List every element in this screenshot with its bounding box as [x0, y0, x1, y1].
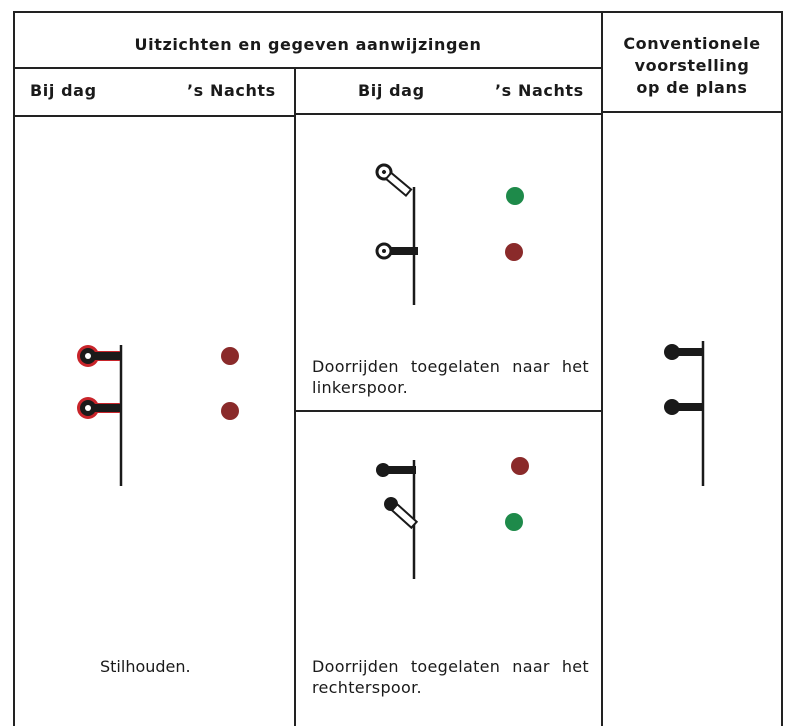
convention-title-line-2: voorstelling	[634, 56, 750, 75]
caption-stop: Stilhouden.	[100, 657, 191, 676]
semaphore-signal-icon	[77, 345, 123, 486]
col-header-day-left: Bij dag	[30, 81, 97, 100]
caption-left-track: Doorrijden toegelaten naar het linkerspo…	[312, 357, 589, 397]
divider-convention-column	[601, 11, 603, 726]
caption-right-track: Doorrijden toegelaten naar het rechtersp…	[312, 657, 589, 697]
divider-middle-column	[294, 68, 296, 726]
signal-light-icon	[221, 347, 239, 420]
divider-under-col-right	[296, 113, 601, 115]
convention-title-line-3: op de plans	[636, 78, 748, 97]
table-border-top	[13, 11, 783, 13]
table-border-right	[781, 11, 783, 726]
group-title: Uitzichten en gegeven aanwijzingen	[134, 35, 482, 54]
divider-middle-rows	[296, 410, 601, 412]
divider-under-convention-title	[603, 111, 782, 113]
signal-light-icon	[505, 457, 529, 531]
col-header-day-right: Bij dag	[358, 81, 425, 100]
semaphore-signal-icon	[375, 163, 418, 305]
table-border-left	[13, 11, 15, 726]
semaphore-signal-icon	[376, 460, 419, 579]
convention-title: Conventionele voorstelling op de plans	[603, 33, 781, 99]
divider-under-group-title	[13, 67, 603, 69]
convention-title-line-1: Conventionele	[623, 34, 761, 53]
col-header-night-left: ’s Nachts	[187, 81, 276, 100]
signal-light-icon	[505, 187, 524, 261]
semaphore-signal-icon	[664, 341, 705, 486]
col-header-night-right: ’s Nachts	[495, 81, 584, 100]
divider-under-col-left	[13, 115, 295, 117]
